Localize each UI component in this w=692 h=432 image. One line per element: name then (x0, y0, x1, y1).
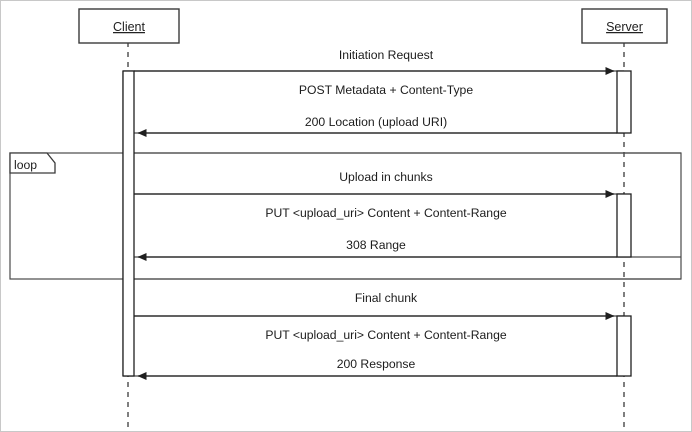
participant-box-client[interactable] (78, 8, 180, 44)
section-header-initiation: Initiation Request (339, 48, 434, 62)
activation-bar-server-initiation (616, 70, 632, 134)
fragment-operator-tab-loop (9, 152, 56, 174)
section-header-final-chunk: Final chunk (355, 291, 418, 305)
participant-label-server: Server (606, 20, 643, 34)
activation-bar-server-final-chunk (616, 315, 632, 377)
activation-bar-server-upload-chunks (616, 193, 632, 258)
participant-box-server[interactable] (581, 8, 668, 44)
message-label-put-final: PUT <upload_uri> Content + Content-Range (265, 328, 507, 342)
message-label-put-chunk: PUT <upload_uri> Content + Content-Range (265, 206, 507, 220)
participant-label-client: Client (113, 20, 145, 34)
message-label-308-range: 308 Range (346, 238, 406, 252)
message-label-post-metadata: POST Metadata + Content-Type (299, 83, 473, 97)
section-header-upload-chunks: Upload in chunks (339, 170, 433, 184)
activation-bar-client (122, 70, 135, 377)
message-label-200-response: 200 Response (337, 357, 416, 371)
message-label-200-location: 200 Location (upload URI) (305, 115, 447, 129)
fragment-operator-label-loop: loop (14, 158, 37, 172)
